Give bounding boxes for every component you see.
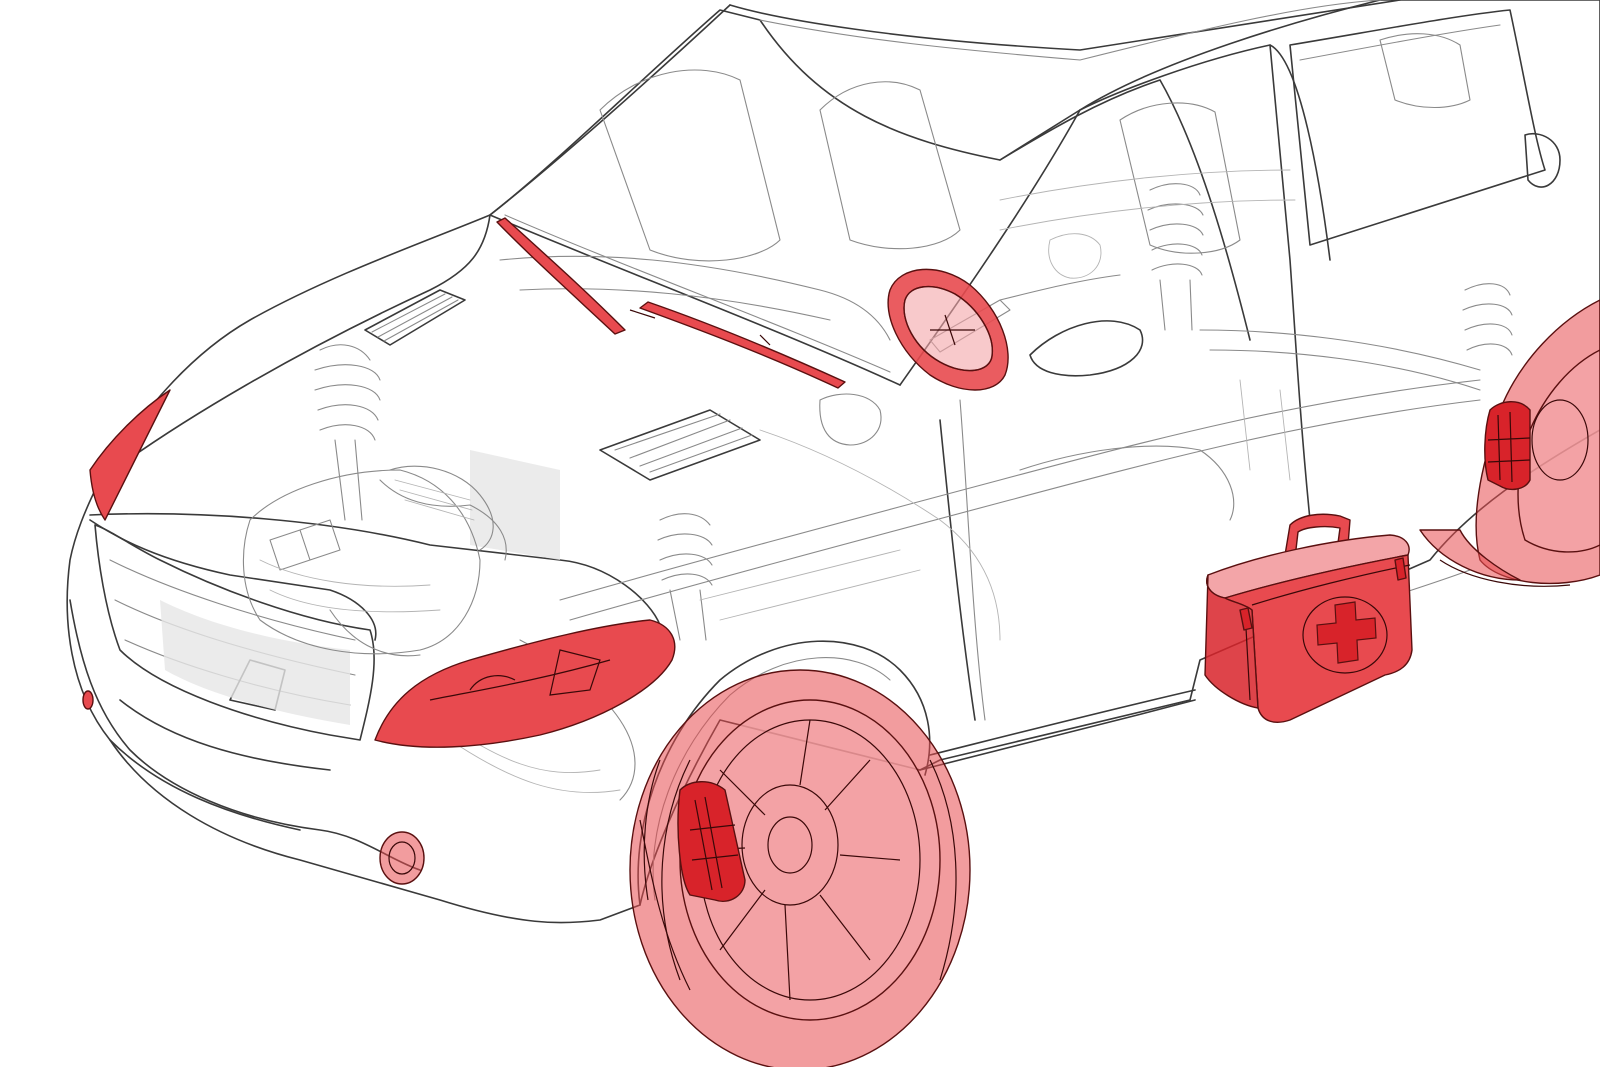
- rear-brake-caliper: [1484, 401, 1531, 491]
- windshield-wiper: [496, 217, 846, 389]
- steering-wheel: [887, 268, 1009, 391]
- front-brake-caliper: [677, 781, 746, 902]
- front-wheel: [629, 669, 971, 1067]
- internal-components: [242, 33, 1513, 801]
- rear-wheel: [1419, 299, 1600, 587]
- headlamp: [374, 619, 676, 748]
- first-aid-kit: [1204, 513, 1413, 723]
- front-marker-lamp: [89, 389, 171, 521]
- fog-lamp: [82, 690, 425, 885]
